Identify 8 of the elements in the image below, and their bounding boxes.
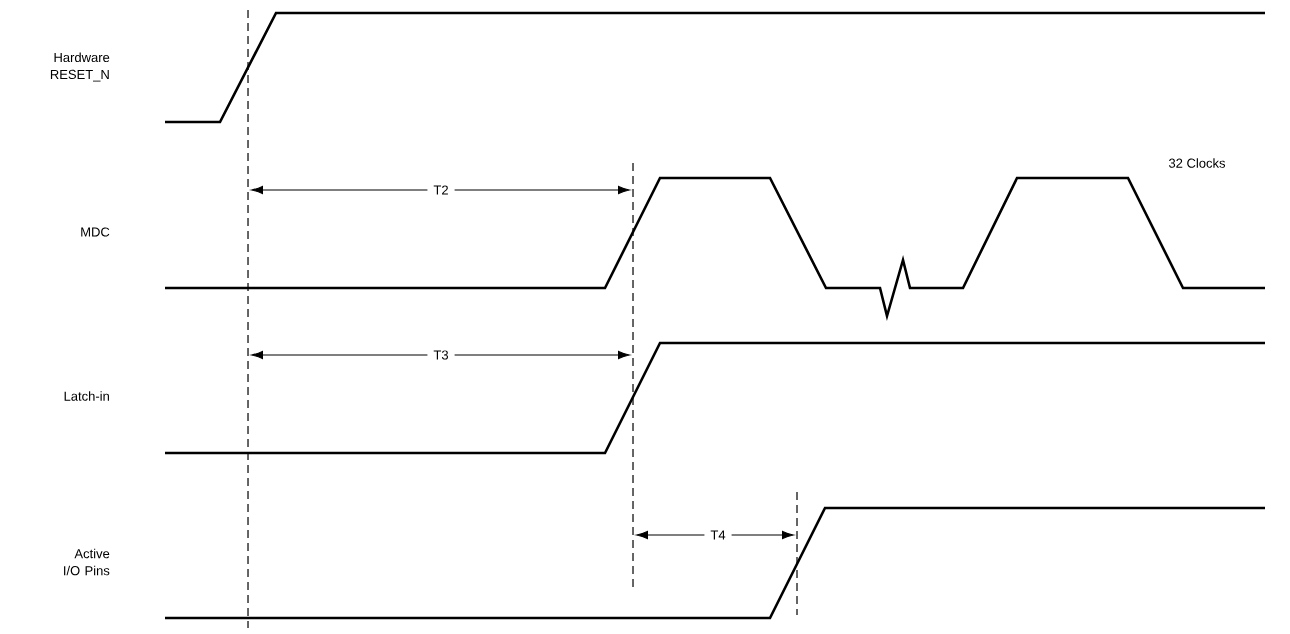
signal-label: Latch-in — [64, 391, 109, 401]
timing-label: T2 — [427, 183, 455, 197]
timing-label: 32 Clocks — [1162, 156, 1232, 170]
timing-label: T3 — [427, 348, 455, 362]
signal-label: MDC — [81, 227, 110, 237]
timing-label: T4 — [704, 528, 732, 542]
signal-label: Hardware RESET_N — [50, 52, 110, 82]
signal-label: Active I/O Pins — [64, 548, 110, 576]
